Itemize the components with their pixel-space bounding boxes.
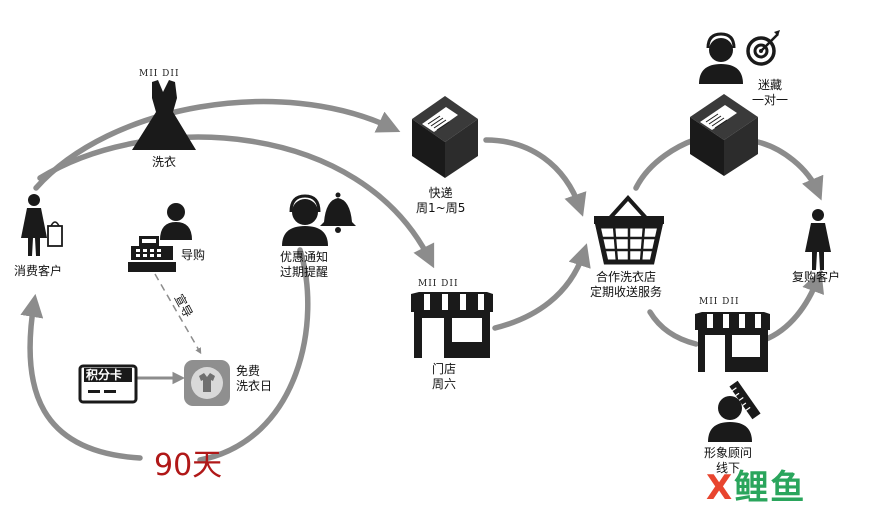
label-consultant-line2: 线下 bbox=[716, 461, 741, 475]
label-repeat: 复购客户 bbox=[792, 270, 841, 284]
brand-logo-wash: MII DII bbox=[139, 69, 180, 79]
label-notify-line2: 过期提醒 bbox=[280, 265, 329, 279]
arrow-consumer-to-express bbox=[33, 98, 401, 191]
target-icon bbox=[746, 30, 780, 66]
label-notify: 优惠通知 过期提醒 bbox=[280, 250, 328, 280]
label-store: 门店 周六 bbox=[432, 362, 456, 392]
watermark-part1: X bbox=[706, 468, 735, 508]
label-collect-line1: 迷藏 bbox=[758, 78, 783, 92]
storefront-icon-right bbox=[695, 312, 770, 372]
service-agent-icon bbox=[699, 32, 743, 84]
ruler-icon bbox=[729, 380, 761, 420]
arrow-notify-to-loop bbox=[197, 247, 311, 463]
arrow-store-to-partner bbox=[492, 243, 591, 331]
arrow-partner-to-collect bbox=[633, 137, 697, 191]
woman-shopper-icon bbox=[21, 194, 63, 256]
label-express-line2: 周1~周5 bbox=[416, 201, 466, 215]
bell-icon bbox=[320, 192, 356, 233]
cash-register-icon bbox=[128, 236, 176, 272]
label-partner: 合作洗衣店 定期收送服务 bbox=[590, 270, 662, 300]
package-box-icon bbox=[412, 96, 478, 178]
label-express-line1: 快递 bbox=[428, 186, 453, 200]
points-card-icon bbox=[78, 364, 138, 404]
label-days: 90天 bbox=[154, 448, 223, 483]
label-store-line1: 门店 bbox=[432, 362, 457, 376]
label-collect-line2: 一对一 bbox=[752, 93, 789, 107]
label-free-line2: 洗衣日 bbox=[236, 379, 273, 393]
label-consultant-line1: 形象顾问 bbox=[704, 446, 753, 460]
label-free-line1: 免费 bbox=[236, 364, 261, 378]
label-consultant: 形象顾问 线下 bbox=[704, 446, 752, 476]
brand-logo-store-right: MII DII bbox=[699, 297, 740, 307]
arrow-loop-to-consumer bbox=[20, 293, 143, 461]
package-box-icon-right bbox=[690, 94, 758, 176]
consultant-person-icon bbox=[708, 396, 752, 442]
label-points-card: 积分卡 bbox=[86, 368, 123, 382]
label-free-day: 免费 洗衣日 bbox=[236, 364, 272, 394]
brand-logo-store: MII DII bbox=[418, 279, 459, 289]
shopping-basket-icon bbox=[594, 195, 664, 265]
arrow-consumer-to-store bbox=[37, 134, 435, 269]
arrow-guide-to-free bbox=[154, 273, 202, 355]
free-laundry-app-icon bbox=[184, 360, 230, 406]
label-collect: 迷藏 一对一 bbox=[752, 78, 788, 108]
label-express: 快递 周1~周5 bbox=[416, 186, 465, 216]
label-notify-line1: 优惠通知 bbox=[280, 250, 329, 264]
watermark-logo: X鲤鱼 bbox=[706, 460, 806, 509]
arrow-partner-to-consultant bbox=[647, 309, 699, 347]
label-store-line2: 周六 bbox=[432, 377, 457, 391]
arrow-express-to-partner bbox=[483, 137, 587, 217]
watermark-part2: 鲤鱼 bbox=[734, 468, 807, 508]
label-partner-line2: 定期收送服务 bbox=[590, 285, 663, 299]
storefront-icon bbox=[411, 292, 493, 358]
label-consumer: 消费客户 bbox=[14, 264, 63, 278]
clerk-person-icon bbox=[160, 203, 192, 240]
arrow-collect-to-repeat bbox=[755, 139, 824, 201]
label-wash: 洗衣 bbox=[152, 155, 177, 169]
headset-agent-icon bbox=[282, 194, 328, 246]
label-partner-line1: 合作洗衣店 bbox=[596, 270, 657, 284]
arrow-consultant-to-repeat bbox=[761, 269, 825, 343]
woman-figure-icon bbox=[805, 209, 831, 270]
dress-icon bbox=[132, 80, 196, 150]
label-guide: 导购 bbox=[181, 248, 206, 262]
